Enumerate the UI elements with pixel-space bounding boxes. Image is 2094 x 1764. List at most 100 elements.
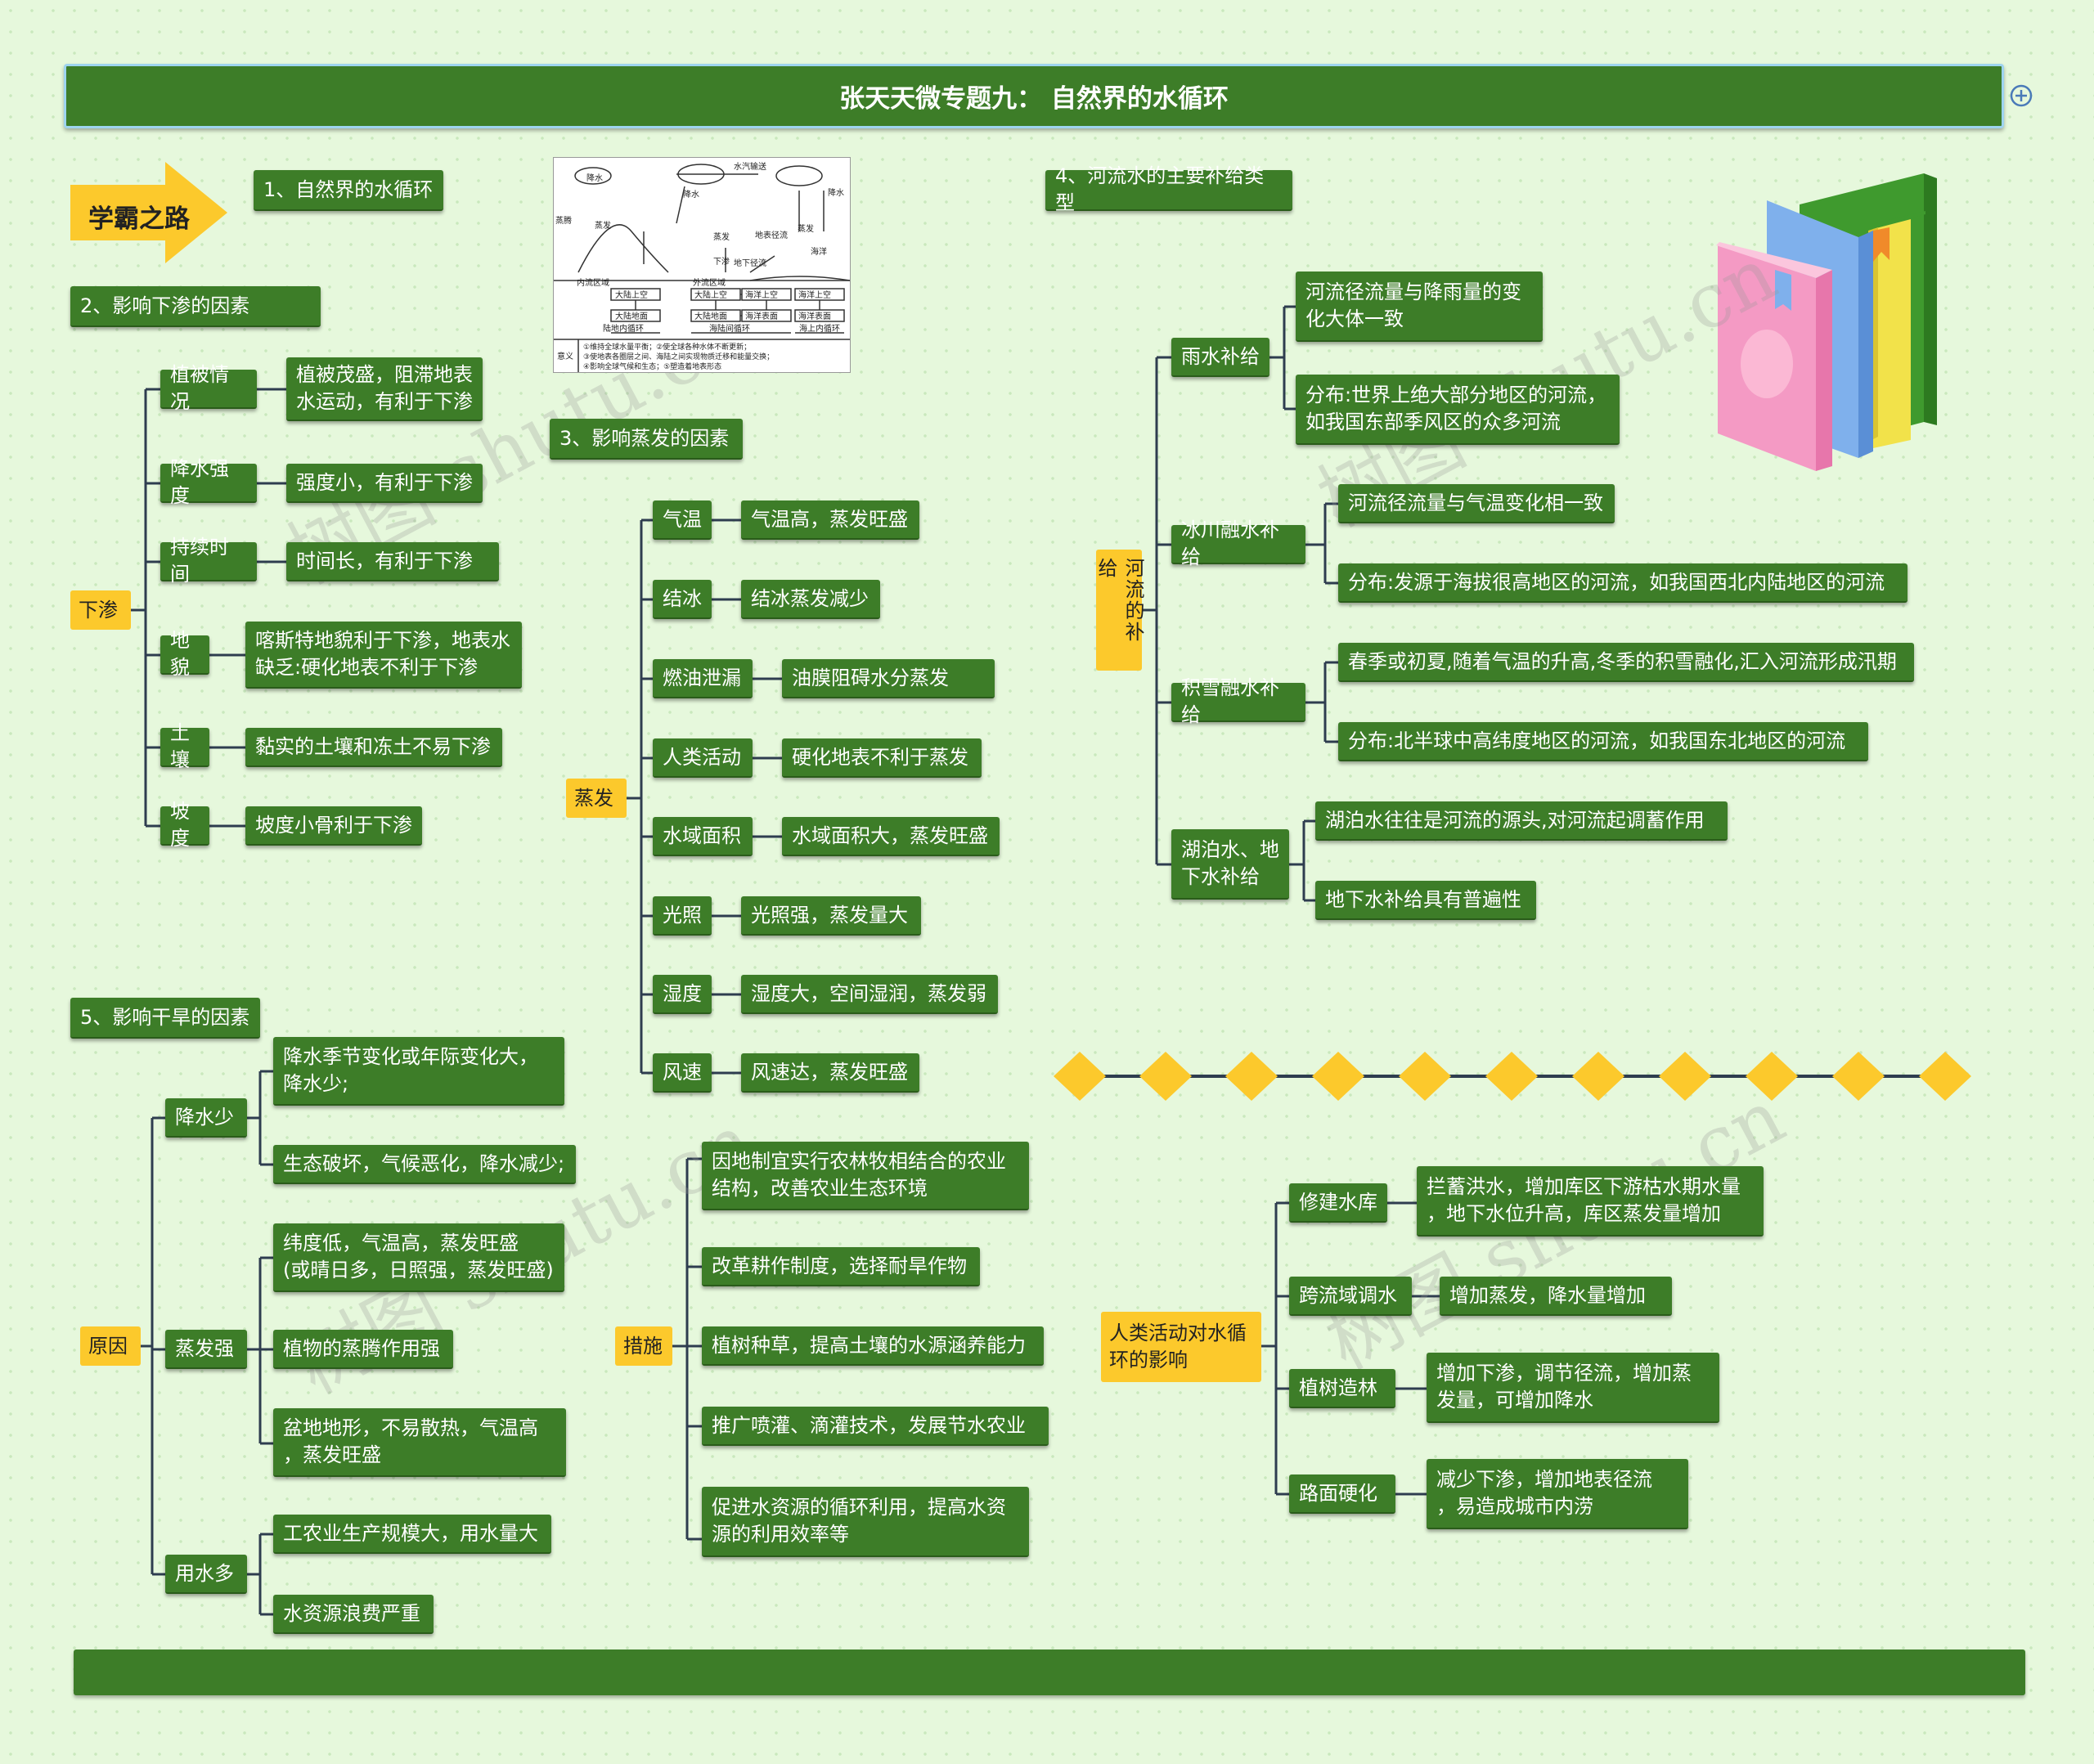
books-icon: [1716, 173, 1937, 471]
section-infiltration[interactable]: 2、影响下渗的因素: [70, 286, 321, 327]
drought-detail[interactable]: 降水季节变化或年际变化大， 降水少;: [273, 1037, 564, 1106]
svg-text:大陆上空: 大陆上空: [694, 290, 727, 300]
evaporation-detail[interactable]: 硬化地表不利于蒸发: [782, 738, 982, 778]
river-type[interactable]: 冰川融水补给: [1171, 518, 1305, 568]
svg-text:③使地表各圈层之间、海陆之间实现物质迁移和能量交换；: ③使地表各圈层之间、海陆之间实现物质迁移和能量交换；: [583, 352, 774, 361]
evaporation-detail[interactable]: 油膜阻碍水分蒸发: [782, 659, 995, 698]
infiltration-detail[interactable]: 黏实的土壤和冻土不易下渗: [245, 728, 502, 767]
svg-text:意义: 意义: [557, 351, 573, 361]
svg-text:降水: 降水: [828, 187, 844, 198]
infiltration-detail[interactable]: 强度小，有利于下渗: [286, 464, 483, 503]
measures-root[interactable]: 措施: [615, 1326, 672, 1366]
section-river-supply[interactable]: 4、河流水的主要补给类型: [1045, 164, 1292, 214]
evaporation-detail[interactable]: 水域面积大，蒸发旺盛: [782, 817, 1000, 856]
evaporation-detail[interactable]: 湿度大，空间湿润，蒸发弱: [741, 975, 998, 1014]
evaporation-factor[interactable]: 气温: [653, 500, 712, 540]
svg-text:④影响全球气候和生态；⑤塑造着地表形态: ④影响全球气候和生态；⑤塑造着地表形态: [583, 361, 721, 371]
infiltration-factor[interactable]: 持续时间: [160, 536, 257, 586]
infiltration-factor[interactable]: 降水强度: [160, 457, 257, 507]
infiltration-root[interactable]: 下渗: [70, 590, 131, 630]
human-detail[interactable]: 增加下渗，调节径流，增加蒸 发量，可增加降水: [1427, 1353, 1719, 1423]
drought-cause[interactable]: 降水少: [165, 1098, 247, 1138]
svg-text:蒸发: 蒸发: [595, 220, 611, 231]
drought-cause[interactable]: 蒸发强: [165, 1330, 247, 1369]
evaporation-factor[interactable]: 燃油泄漏: [653, 659, 753, 698]
svg-text:地表径流: 地表径流: [755, 230, 788, 240]
infiltration-factor[interactable]: 地貌: [160, 629, 209, 679]
river-detail[interactable]: 河流径流量与降雨量的变 化大体一致: [1296, 272, 1543, 342]
human-detail[interactable]: 减少下渗，增加地表径流 ，易造成城市内涝: [1427, 1459, 1688, 1529]
human-item[interactable]: 路面硬化: [1289, 1474, 1395, 1514]
drought-detail[interactable]: 植物的蒸腾作用强: [273, 1330, 453, 1369]
svg-text:下渗: 下渗: [713, 256, 730, 267]
drought-root[interactable]: 原因: [80, 1326, 141, 1366]
drought-detail[interactable]: 生态破坏，气候恶化，降水减少;: [273, 1145, 576, 1184]
measure-item[interactable]: 推广喷灌、滴灌技术，发展节水农业: [702, 1407, 1049, 1446]
measure-item[interactable]: 改革耕作制度，选择耐旱作物: [702, 1247, 980, 1286]
evaporation-factor[interactable]: 水域面积: [653, 817, 753, 856]
human-detail[interactable]: 增加蒸发，降水量增加: [1440, 1277, 1672, 1316]
evaporation-factor[interactable]: 人类活动: [653, 738, 753, 778]
river-type[interactable]: 积雪融水补给: [1171, 676, 1305, 726]
evaporation-detail[interactable]: 结冰蒸发减少: [741, 580, 880, 619]
infiltration-factor[interactable]: 土壤: [160, 721, 209, 771]
svg-text:外流区域: 外流区域: [693, 277, 726, 288]
river-type[interactable]: 湖泊水、地 下水补给: [1171, 829, 1289, 900]
evaporation-root[interactable]: 蒸发: [566, 779, 627, 818]
section-drought[interactable]: 5、影响干旱的因素: [70, 998, 260, 1039]
svg-text:海上内循环: 海上内循环: [799, 323, 840, 334]
evaporation-factor[interactable]: 风速: [653, 1053, 712, 1093]
drought-detail[interactable]: 水资源浪费严重: [273, 1595, 434, 1634]
river-detail[interactable]: 分布:发源于海拔很高地区的河流，如我国西北内陆地区的河流: [1338, 563, 1908, 603]
svg-text:降水: 降水: [683, 189, 699, 200]
banner-arrow: [70, 162, 227, 263]
svg-text:水汽输送: 水汽输送: [734, 161, 766, 172]
svg-text:海陆间循环: 海陆间循环: [709, 323, 750, 334]
evaporation-detail[interactable]: 光照强，蒸发量大: [741, 896, 921, 936]
human-root[interactable]: 人类活动对水循 环的影响: [1101, 1312, 1261, 1382]
human-item[interactable]: 植树造林: [1289, 1369, 1395, 1408]
section-water-cycle[interactable]: 1、自然界的水循环: [254, 170, 443, 211]
infiltration-factor[interactable]: 植被情况: [160, 363, 257, 413]
evaporation-detail[interactable]: 气温高，蒸发旺盛: [741, 500, 919, 540]
infiltration-detail[interactable]: 喀斯特地貌利于下渗，地表水 缺乏:硬化地表不利于下渗: [245, 622, 522, 689]
svg-text:降水: 降水: [586, 173, 603, 183]
measure-item[interactable]: 促进水资源的循环利用，提高水资 源的利用效率等: [702, 1487, 1029, 1557]
drought-detail[interactable]: 工农业生产规模大，用水量大: [273, 1515, 551, 1554]
measure-item[interactable]: 因地制宜实行农林牧相结合的农业 结构，改善农业生态环境: [702, 1142, 1029, 1210]
evaporation-detail[interactable]: 风速达，蒸发旺盛: [741, 1053, 919, 1093]
measure-item[interactable]: 植树种草，提高土壤的水源涵养能力: [702, 1326, 1044, 1366]
river-detail[interactable]: 河流径流量与气温变化相一致: [1338, 484, 1615, 523]
river-detail[interactable]: 春季或初夏,随着气温的升高,冬季的积雪融化,汇入河流形成汛期: [1338, 643, 1914, 682]
river-root[interactable]: 河流的补给: [1094, 550, 1144, 671]
svg-text:海洋: 海洋: [811, 246, 827, 257]
svg-text:陆地内循环: 陆地内循环: [603, 323, 644, 334]
human-detail[interactable]: 拦蓄洪水，增加库区下游枯水期水量 ，地下水位升高，库区蒸发量增加: [1417, 1166, 1764, 1237]
svg-text:海洋上空: 海洋上空: [798, 290, 831, 300]
banner-label: 学霸之路: [88, 204, 190, 234]
evaporation-factor[interactable]: 光照: [653, 896, 712, 936]
infiltration-detail[interactable]: 时间长，有利于下渗: [286, 542, 499, 581]
human-item[interactable]: 修建水库: [1289, 1183, 1387, 1223]
drought-cause[interactable]: 用水多: [165, 1555, 247, 1594]
river-detail[interactable]: 分布:北半球中高纬度地区的河流，如我国东北地区的河流: [1338, 722, 1868, 761]
human-item[interactable]: 跨流域调水: [1289, 1277, 1412, 1316]
evaporation-factor[interactable]: 结冰: [653, 580, 712, 619]
infiltration-detail[interactable]: 坡度小骨利于下渗: [245, 806, 422, 846]
infiltration-factor[interactable]: 坡度: [160, 800, 209, 850]
svg-text:①维持全球水量平衡；②使全球各种水体不断更新；: ①维持全球水量平衡；②使全球各种水体不断更新；: [583, 342, 751, 352]
bottom-bar: [74, 1650, 2025, 1695]
svg-text:海洋表面: 海洋表面: [745, 311, 778, 321]
section-evaporation[interactable]: 3、影响蒸发的因素: [550, 419, 743, 460]
water-cycle-figure: 水汽输送 降水 降水 降水 蒸腾 蒸发 蒸发 蒸发 地表径流 地下径流 下渗 海…: [553, 157, 851, 373]
river-detail[interactable]: 地下水补给具有普遍性: [1315, 881, 1536, 920]
expand-icon[interactable]: [2010, 84, 2033, 107]
infiltration-detail[interactable]: 植被茂盛，阻滞地表 水运动，有利于下渗: [286, 357, 483, 421]
river-detail[interactable]: 分布:世界上绝大部分地区的河流， 如我国东部季风区的众多河流: [1296, 375, 1620, 445]
drought-detail[interactable]: 纬度低，气温高，蒸发旺盛 (或晴日多，日照强，蒸发旺盛): [273, 1223, 564, 1292]
drought-detail[interactable]: 盆地地形，不易散热，气温高 ，蒸发旺盛: [273, 1408, 566, 1477]
evaporation-factor[interactable]: 湿度: [653, 975, 712, 1014]
river-type[interactable]: 雨水补给: [1171, 338, 1269, 377]
river-detail[interactable]: 湖泊水往往是河流的源头,对河流起调蓄作用: [1315, 801, 1728, 841]
